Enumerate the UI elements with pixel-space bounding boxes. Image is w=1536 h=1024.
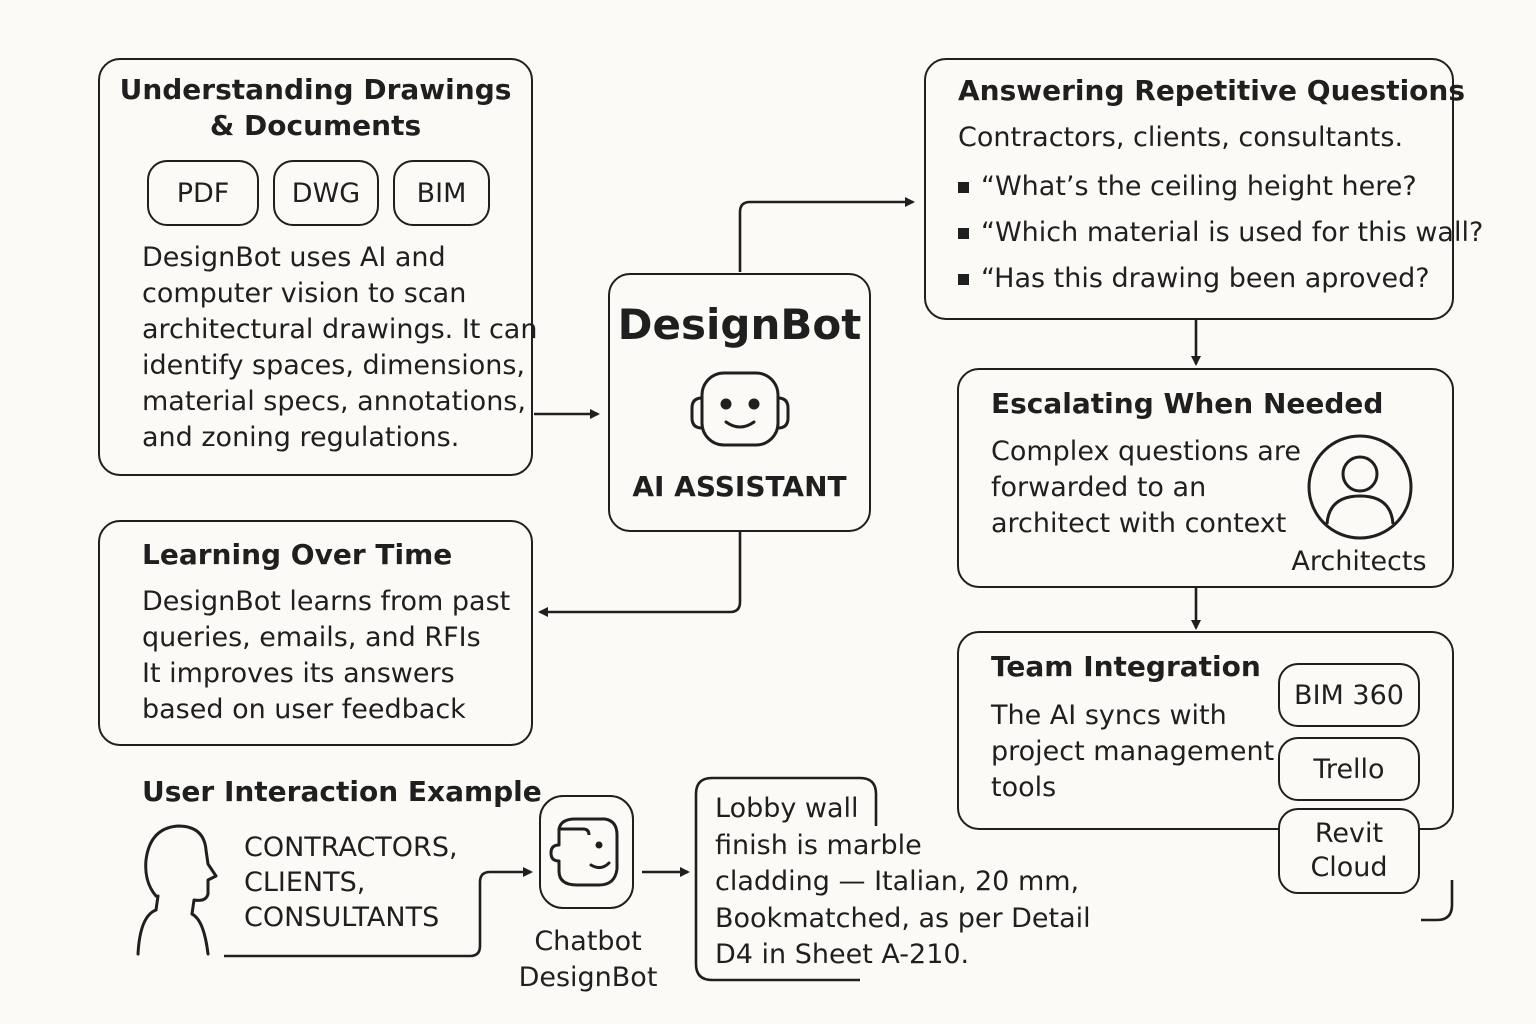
understanding-line: DesignBot uses AI and <box>142 242 446 273</box>
learning-line: based on user feedback <box>142 694 466 725</box>
learning-line: It improves its answers <box>142 658 455 689</box>
question-text: “Has this drawing been aproved? <box>981 263 1430 294</box>
escalating-line: Complex questions are <box>991 436 1301 467</box>
bullet-square-icon <box>958 228 969 239</box>
chatbot-face-icon <box>549 817 619 887</box>
escalating-description: Complex questions are forwarded to an ar… <box>991 434 1301 542</box>
user-role-line: CONSULTANTS <box>244 902 440 933</box>
designbot-name: DesignBot <box>617 300 862 349</box>
escalating-line: architect with context <box>991 508 1287 539</box>
question-text: “What’s the ceiling height here? <box>981 171 1417 202</box>
question-text: “Which material is used for this wall? <box>981 217 1484 248</box>
arrow-designbot-to-learning <box>538 532 742 617</box>
learning-line: DesignBot learns from past <box>142 586 511 617</box>
arrow-designbot-to-answering <box>738 197 915 272</box>
bullet-square-icon <box>958 274 969 285</box>
understanding-description: DesignBot uses AI and computer vision to… <box>142 240 537 456</box>
understanding-line: identify spaces, dimensions, <box>142 350 525 381</box>
response-line: Lobby wall <box>715 793 859 824</box>
chatbot-response: Lobby wall finish is marble cladding — I… <box>715 791 1091 974</box>
tool-label: Trello <box>1313 753 1385 785</box>
understanding-line: and zoning regulations. <box>142 422 460 453</box>
question-list: “What’s the ceiling height here? “Which … <box>958 164 1483 302</box>
user-role-line: CLIENTS, <box>244 867 366 898</box>
list-item: “What’s the ceiling height here? <box>958 164 1483 210</box>
format-dwg-badge: DWG <box>273 160 379 226</box>
escalating-line: forwarded to an <box>991 472 1207 503</box>
user-roles: CONTRACTORS, CLIENTS, CONSULTANTS <box>244 830 458 935</box>
tool-trello-badge: Trello <box>1278 737 1420 801</box>
chatbot-label: Chatbot DesignBot <box>508 924 668 996</box>
list-item: “Which material is used for this wall? <box>958 210 1483 256</box>
interaction-title: User Interaction Example <box>142 775 542 808</box>
learning-line: queries, emails, and RFIs <box>142 622 481 653</box>
tool-bim360-badge: BIM 360 <box>1278 663 1420 727</box>
format-bim-badge: BIM <box>393 160 490 226</box>
understanding-title-line: & Documents <box>209 109 422 142</box>
list-item: “Has this drawing been aproved? <box>958 256 1483 302</box>
tool-revit-cloud-badge: Revit Cloud <box>1278 808 1420 894</box>
designbot-subtitle: AI ASSISTANT <box>632 470 847 503</box>
architects-label: Architects <box>1291 546 1427 577</box>
user-head-icon <box>136 824 218 956</box>
response-line: Bookmatched, as per Detail <box>715 902 1091 934</box>
architect-person-icon <box>1307 434 1413 540</box>
team-description: The AI syncs with project management too… <box>991 698 1274 806</box>
escalating-title: Escalating When Needed <box>991 387 1384 420</box>
tool-label: BIM 360 <box>1294 679 1404 711</box>
tool-label: Revit <box>1314 818 1384 849</box>
understanding-line: material specs, annotations, <box>142 386 526 417</box>
format-pdf-badge: PDF <box>147 160 259 226</box>
chatbot-label-line: Chatbot <box>534 926 642 957</box>
chatbot-icon-frame <box>539 795 634 909</box>
team-line: tools <box>991 772 1057 803</box>
response-line: finish is marble <box>715 829 922 861</box>
learning-description: DesignBot learns from past queries, emai… <box>142 584 510 728</box>
understanding-line: architectural drawings. It can <box>142 314 538 345</box>
understanding-title: Understanding Drawings & Documents <box>98 72 533 144</box>
tool-label: Cloud <box>1310 852 1388 883</box>
user-role-line: CONTRACTORS, <box>244 832 458 863</box>
user-underline <box>224 867 533 958</box>
team-bracket-line <box>1421 880 1454 922</box>
answering-title: Answering Repetitive Questions <box>958 74 1466 107</box>
team-line: The AI syncs with <box>991 700 1227 731</box>
answering-intro: Contractors, clients, consultants. <box>958 122 1404 153</box>
robot-face-icon <box>690 371 790 447</box>
bullet-square-icon <box>958 182 969 193</box>
answering-card <box>924 58 1454 320</box>
understanding-card <box>98 58 533 476</box>
understanding-line: computer vision to scan <box>142 278 467 309</box>
response-line: D4 in Sheet A-210. <box>715 939 970 970</box>
learning-title: Learning Over Time <box>142 538 453 571</box>
team-title: Team Integration <box>991 650 1261 683</box>
designbot-card <box>608 273 871 532</box>
escalating-card <box>957 368 1454 588</box>
learning-card <box>98 520 533 746</box>
response-line: cladding — Italian, 20 mm, <box>715 866 1080 897</box>
chatbot-label-line: DesignBot <box>518 962 658 993</box>
team-line: project management <box>991 736 1275 767</box>
understanding-title-line: Understanding Drawings <box>119 73 512 106</box>
